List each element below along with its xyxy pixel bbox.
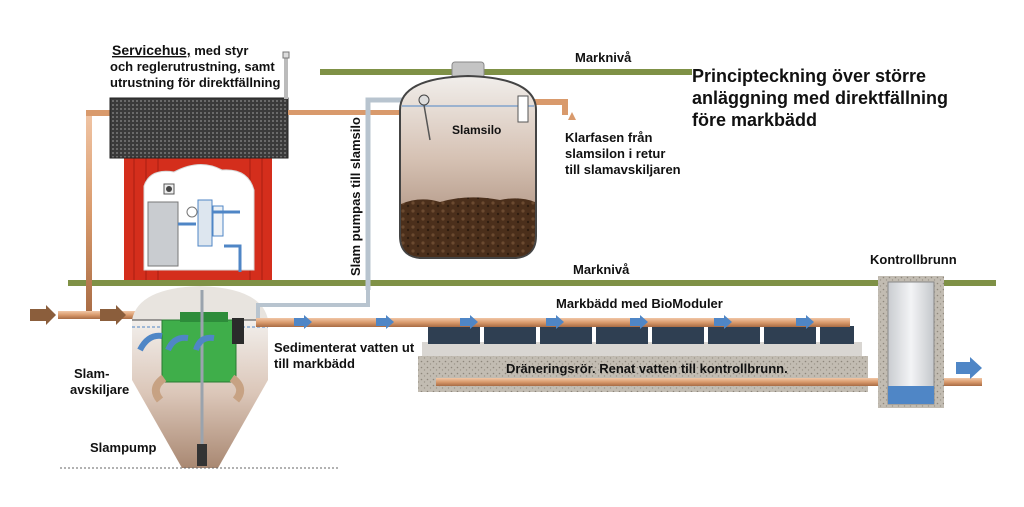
- sediment-label-line2: till markbädd: [274, 356, 355, 371]
- silo-sludge: [401, 197, 535, 257]
- servicehus-label-line3: utrustning för direktfällning: [110, 75, 280, 90]
- klarfas-label-line1: Klarfasen från: [565, 130, 652, 145]
- ground-line-top: [320, 69, 692, 75]
- slampump-label: Slampump: [90, 440, 157, 455]
- roof: [109, 97, 289, 159]
- drainage-pipe: [436, 378, 982, 386]
- slam-pumpas-label: Slam pumpas till slamsilo: [348, 117, 363, 276]
- sludge-separator: [60, 286, 340, 469]
- page-title-line3: före markbädd: [692, 110, 817, 130]
- sediment-label-line1: Sedimenterat vatten ut: [274, 340, 415, 355]
- page-title-line2: anläggning med direktfällning: [692, 88, 948, 108]
- ground-label-top: Marknivå: [575, 50, 632, 65]
- slamavskiljare-label-line1: Slam-: [74, 366, 109, 381]
- slampump-device: [197, 444, 207, 466]
- servicehus-rest: med styr: [191, 43, 249, 58]
- klarfas-label-line3: till slamavskiljaren: [565, 162, 681, 177]
- chemical-tank: [147, 201, 179, 267]
- servicehus-title: Servicehus,: [112, 42, 191, 58]
- ground-label-mid: Marknivå: [573, 262, 630, 277]
- silo-connection-pipes: [256, 97, 576, 322]
- dosing-unit: [197, 199, 213, 247]
- inflow-pipe-system: [30, 110, 138, 325]
- kontrollbrunn: [878, 276, 944, 408]
- kontrollbrunn-label: Kontrollbrunn: [870, 252, 957, 267]
- service-house: [109, 51, 290, 280]
- biomodule-row: [428, 326, 854, 344]
- servicehus-label-line1: Servicehus, med styr: [112, 42, 248, 58]
- dranering-label: Dräneringsrör. Renat vatten till kontrol…: [506, 361, 788, 376]
- slamsilo-tank: [399, 61, 537, 259]
- servicehus-label-line2: och reglerutrustning, samt: [110, 59, 275, 74]
- klarfas-label-line2: slamsilon i retur: [565, 146, 665, 161]
- markbadd-label: Markbädd med BioModuler: [556, 296, 723, 311]
- flow-arrows: [294, 315, 982, 379]
- separator-internal-unit: [161, 319, 237, 383]
- slamavskiljare-label-line2: avskiljare: [70, 382, 129, 397]
- slamsilo-label: Slamsilo: [452, 123, 501, 137]
- page-title-line1: Principteckning över större: [692, 66, 926, 86]
- ground-line-mid: [68, 280, 996, 286]
